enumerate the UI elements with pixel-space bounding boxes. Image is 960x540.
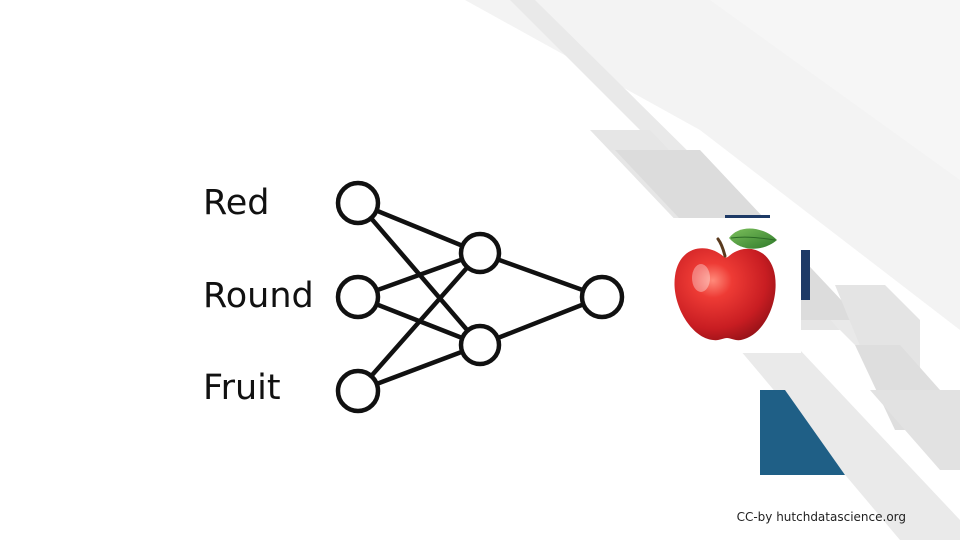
label-red: Red bbox=[203, 183, 270, 223]
bg-stripe-gray-3 bbox=[740, 350, 960, 540]
apple-icon bbox=[674, 228, 777, 341]
label-fruit: Fruit bbox=[203, 368, 281, 408]
credit-text: CC-by hutchdatascience.org bbox=[736, 510, 906, 524]
apple-body bbox=[674, 248, 776, 341]
bg-accent-blue bbox=[760, 390, 845, 475]
leaf-vein bbox=[730, 236, 776, 241]
apple-leaf bbox=[729, 228, 777, 249]
input-node-fruit bbox=[335, 368, 381, 414]
edge-fruit-hidden1 bbox=[355, 250, 483, 394]
apple-highlight bbox=[692, 264, 710, 292]
bg-block-gray-3 bbox=[870, 390, 960, 470]
apple-stem bbox=[716, 237, 727, 258]
hidden-node-2 bbox=[458, 323, 502, 367]
hidden-node-1 bbox=[458, 231, 502, 275]
apple-image bbox=[651, 218, 801, 353]
bg-stripe-top bbox=[710, 0, 960, 180]
input-node-red bbox=[335, 180, 381, 226]
label-round: Round bbox=[203, 276, 314, 316]
output-node bbox=[579, 274, 625, 320]
input-node-round bbox=[335, 274, 381, 320]
